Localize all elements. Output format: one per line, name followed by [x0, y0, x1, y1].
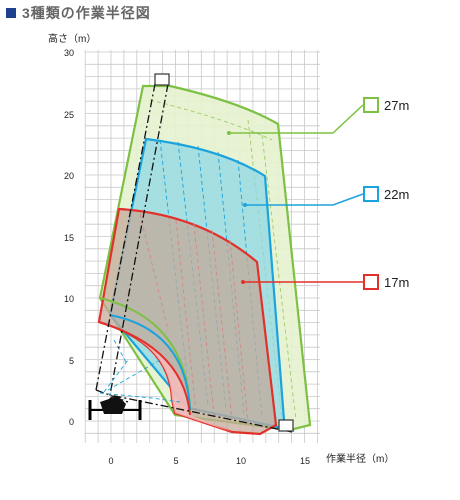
y-tick-15: 15	[64, 233, 74, 243]
basket-bottom	[278, 419, 294, 432]
x-tick-15: 15	[300, 456, 310, 466]
leader-dot-27m	[227, 131, 231, 135]
x-tick-5: 5	[173, 456, 178, 466]
leader-dot-22m	[243, 203, 247, 207]
y-tick-5: 5	[69, 356, 74, 366]
legend-item-17m: 17m	[241, 274, 409, 290]
x-tick-0: 0	[108, 456, 113, 466]
legend-item-22m: 22m	[243, 186, 409, 207]
y-tick-25: 25	[64, 110, 74, 120]
title-bar: 3種類の作業半径図	[6, 4, 151, 22]
legend-swatch-17m	[363, 274, 379, 290]
y-ticks: 0 5 10 15 20 25 30	[64, 48, 74, 427]
legend-swatch-27m	[363, 97, 379, 113]
legend-label-27m: 27m	[384, 98, 409, 113]
envelope-17m	[97, 207, 278, 436]
legend-label-17m: 17m	[384, 275, 409, 290]
page-title: 3種類の作業半径図	[22, 5, 151, 21]
legend-item-27m: 27m	[227, 97, 409, 135]
truck-base-icon	[88, 396, 142, 420]
leader-dot-17m	[241, 280, 245, 284]
y-axis-label: 高さ（m）	[48, 32, 96, 45]
min-arc-17m	[98, 321, 191, 416]
y-tick-0: 0	[69, 417, 74, 427]
min-arc-22m	[109, 314, 191, 411]
y-tick-30: 30	[64, 48, 74, 58]
x-ticks: 0 5 10 15	[108, 456, 310, 466]
boom-outline	[95, 83, 293, 433]
leader-27m	[229, 104, 364, 134]
x-axis-label: 作業半径（m）	[326, 452, 394, 465]
reach-lines-17m	[139, 213, 249, 425]
y-tick-10: 10	[64, 294, 74, 304]
title-square-icon	[6, 8, 16, 18]
legend-label-22m: 22m	[384, 187, 409, 202]
x-tick-10: 10	[236, 456, 246, 466]
leader-22m	[245, 193, 364, 206]
y-tick-20: 20	[64, 171, 74, 181]
legend: 27m 22m 17m	[227, 97, 409, 290]
basket-top	[154, 73, 170, 86]
legend-swatch-22m	[363, 186, 379, 202]
boom-stub-lines	[99, 359, 181, 403]
